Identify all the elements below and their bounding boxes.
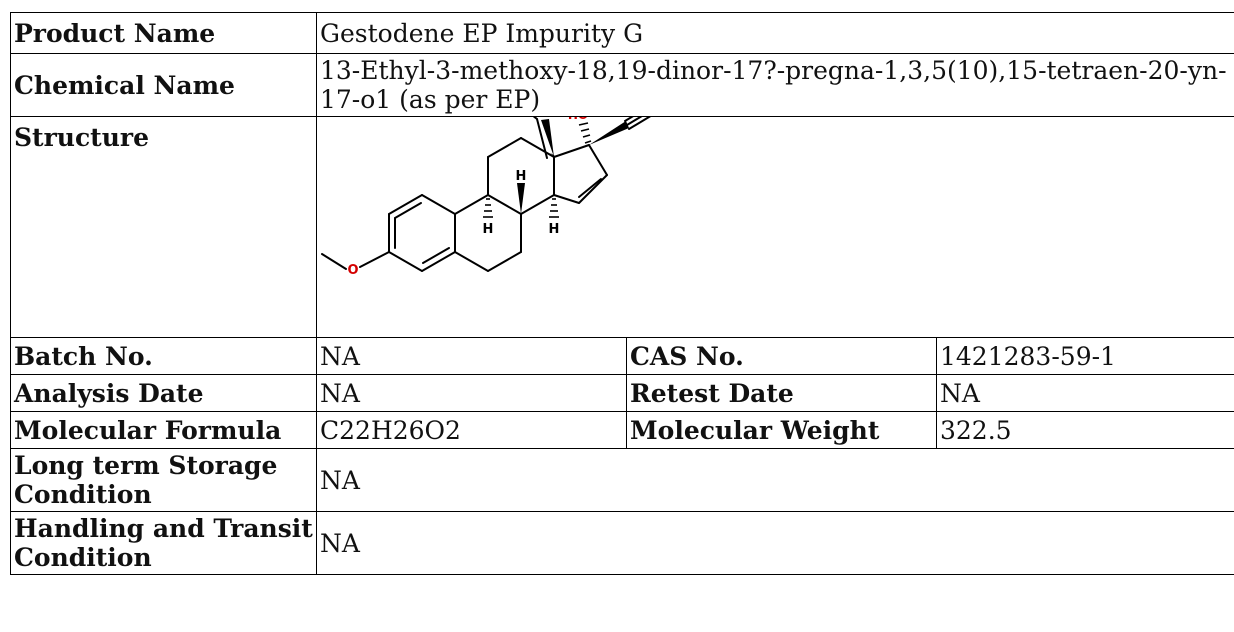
storage-label: Long term Storage Condition	[10, 448, 317, 512]
row-storage: Long term Storage Condition NA	[10, 448, 1234, 512]
handling-value: NA	[315, 511, 1234, 575]
hydroxyl-label: HO	[568, 117, 588, 122]
product-spec-table: Product Name Gestodene EP Impurity G Che…	[10, 12, 1234, 575]
stereo-h-9-label: H	[483, 222, 494, 237]
cas-value: 1421283-59-1	[935, 337, 1234, 375]
analysis-date-value: NA	[316, 374, 627, 412]
structure-stereo-bonds	[483, 119, 629, 218]
product-name-value: Gestodene EP Impurity G	[315, 12, 1234, 54]
row-structure: Structure	[10, 116, 1234, 338]
handling-label: Handling and Transit Condition	[10, 511, 317, 575]
formula-value: C22H26O2	[316, 411, 627, 449]
retest-date-label: Retest Date	[626, 374, 937, 412]
product-name-label: Product Name	[10, 12, 317, 54]
row-dates: Analysis Date NA Retest Date NA	[10, 374, 1234, 412]
row-product-name: Product Name Gestodene EP Impurity G	[10, 12, 1234, 54]
row-handling: Handling and Transit Condition NA	[10, 511, 1234, 575]
retest-date-value: NA	[935, 374, 1234, 412]
row-chemical-name: Chemical Name 13-Ethyl-3-methoxy-18,19-d…	[10, 53, 1234, 117]
storage-value: NA	[315, 448, 1234, 512]
cas-label: CAS No.	[626, 337, 937, 375]
chemical-name-label: Chemical Name	[10, 53, 317, 117]
structure-diagram: O HO H H H	[321, 117, 651, 278]
structure-label: Structure	[10, 116, 317, 338]
formula-label: Molecular Formula	[10, 411, 317, 449]
methoxy-oxygen-label: O	[347, 263, 358, 278]
structure-cell: O HO H H H	[315, 116, 1234, 338]
row-formula: Molecular Formula C22H26O2 Molecular Wei…	[10, 411, 1234, 449]
stereo-h-14-label: H	[549, 222, 560, 237]
stereo-h-8-label: H	[516, 169, 527, 184]
structure-bonds	[321, 117, 651, 272]
batch-value: NA	[316, 337, 627, 375]
row-batch: Batch No. NA CAS No. 1421283-59-1	[10, 337, 1234, 375]
chemical-name-value: 13-Ethyl-3-methoxy-18,19-dinor-17?-pregn…	[320, 56, 1227, 114]
weight-value: 322.5	[935, 411, 1234, 449]
weight-label: Molecular Weight	[626, 411, 937, 449]
chemical-name-cell: 13-Ethyl-3-methoxy-18,19-dinor-17?-pregn…	[315, 53, 1234, 117]
batch-label: Batch No.	[10, 337, 317, 375]
analysis-date-label: Analysis Date	[10, 374, 317, 412]
